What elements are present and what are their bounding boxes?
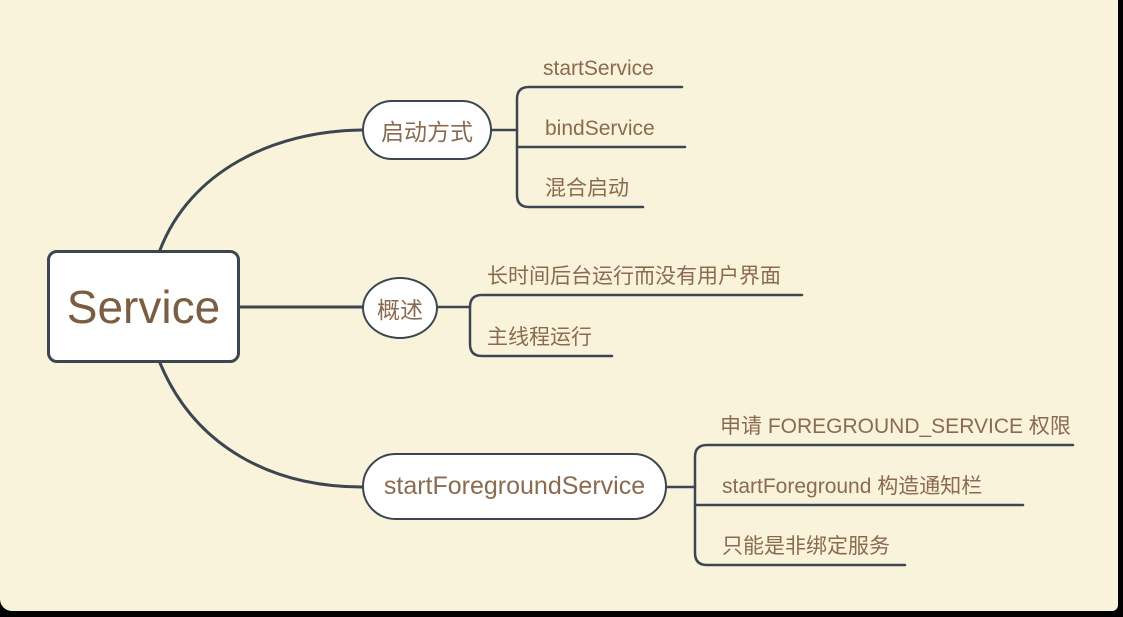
- child-node-foreground-permission[interactable]: 申请 FOREGROUND_SERVICE 权限: [720, 415, 1071, 438]
- branch-node-launch-methods[interactable]: 启动方式: [362, 100, 492, 160]
- child-node-bind-service[interactable]: bindService: [545, 117, 655, 140]
- connector-root-to-foreground: [158, 361, 364, 489]
- branch-node-label: 启动方式: [381, 119, 473, 145]
- branch-node-overview[interactable]: 概述: [362, 277, 438, 339]
- branch-node-label: startForegroundService: [383, 472, 646, 500]
- branch-node-start-foreground-service[interactable]: startForegroundService: [362, 453, 667, 520]
- root-node-label: Service: [66, 280, 221, 333]
- child-node-start-foreground-notification[interactable]: startForeground 构造通知栏: [722, 475, 983, 498]
- child-node-unbound-only[interactable]: 只能是非绑定服务: [722, 535, 890, 558]
- child-node-start-service[interactable]: startService: [543, 57, 654, 80]
- bracket-overview: [468, 293, 804, 358]
- child-node-mixed-start[interactable]: 混合启动: [545, 177, 629, 200]
- branch-node-label: 概述: [377, 297, 423, 323]
- root-node-service[interactable]: Service: [47, 250, 240, 363]
- child-node-background-no-ui[interactable]: 长时间后台运行而没有用户界面: [487, 265, 781, 288]
- connector-root-to-launch: [158, 128, 364, 252]
- child-node-main-thread[interactable]: 主线程运行: [487, 326, 592, 349]
